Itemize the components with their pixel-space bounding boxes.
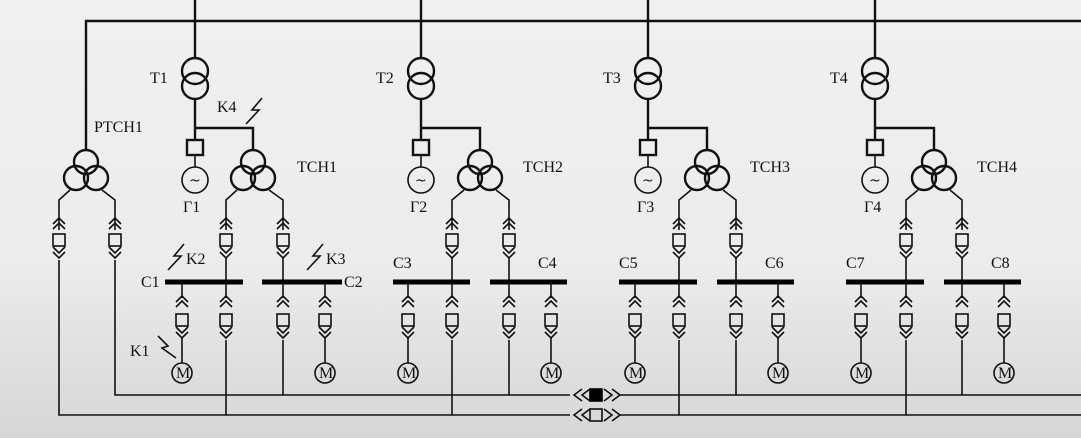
label-t2: T2 — [376, 70, 394, 87]
reserve-return-lines — [58, 260, 1081, 416]
unit-2: ~ M M T2 TCH2 Г2 C3 C4 — [376, 56, 567, 384]
reserve-feeders — [225, 340, 963, 415]
label-g4: Г4 — [864, 199, 881, 216]
fault-k3: K3 — [306, 243, 346, 271]
label-c6: C6 — [765, 255, 784, 272]
unit-1: ~ M M T1 TCH1 Г1 C1 C2 — [141, 56, 363, 384]
motor-m: M — [772, 365, 786, 382]
label-t1: T1 — [150, 70, 168, 87]
generator-symbol: ~ — [189, 173, 201, 189]
label-g3: Г3 — [637, 199, 654, 216]
label-g2: Г2 — [410, 199, 427, 216]
top-busbar-wiring — [84, 0, 1081, 150]
label-t4: T4 — [830, 70, 848, 87]
motor-m: M — [998, 365, 1012, 382]
generator-symbol: ~ — [415, 173, 427, 189]
label-tch3: TCH3 — [750, 159, 790, 176]
motor-m: M — [402, 365, 416, 382]
motor-m: M — [545, 365, 559, 382]
svg-text:K3: K3 — [326, 251, 346, 268]
label-t3: T3 — [603, 70, 621, 87]
motor-m: M — [855, 365, 869, 382]
reserve-transformer-ptch1: PTCH1 — [52, 119, 143, 259]
label-c1: C1 — [141, 274, 160, 291]
fault-k2: K2 — [167, 243, 206, 271]
label-tch2: TCH2 — [523, 159, 563, 176]
unit-4: ~ M M T4 TCH4 Г4 C7 C8 — [830, 56, 1021, 384]
generator-symbol: ~ — [642, 173, 654, 189]
fault-k4: K4 — [217, 97, 263, 125]
motor-m: M — [176, 365, 190, 382]
svg-text:K2: K2 — [186, 251, 206, 268]
label-tch4: TCH4 — [977, 159, 1017, 176]
reserve-tie-breakers — [572, 388, 622, 422]
label-tch1: TCH1 — [297, 159, 337, 176]
label-ptch1: PTCH1 — [94, 119, 143, 136]
label-c3: C3 — [393, 255, 412, 272]
motor-m: M — [629, 365, 643, 382]
generator-symbol: ~ — [869, 173, 881, 189]
svg-text:K4: K4 — [217, 99, 237, 116]
svg-text:K1: K1 — [130, 343, 150, 360]
motor-m: M — [319, 365, 333, 382]
label-c2: C2 — [344, 274, 363, 291]
label-c7: C7 — [846, 255, 865, 272]
label-c4: C4 — [538, 255, 557, 272]
unit-3: ~ M M T3 TCH3 Г3 C5 C6 — [603, 56, 794, 384]
fault-k1: K1 — [130, 335, 177, 360]
label-c8: C8 — [991, 255, 1010, 272]
label-g1: Г1 — [183, 199, 200, 216]
label-c5: C5 — [619, 255, 638, 272]
